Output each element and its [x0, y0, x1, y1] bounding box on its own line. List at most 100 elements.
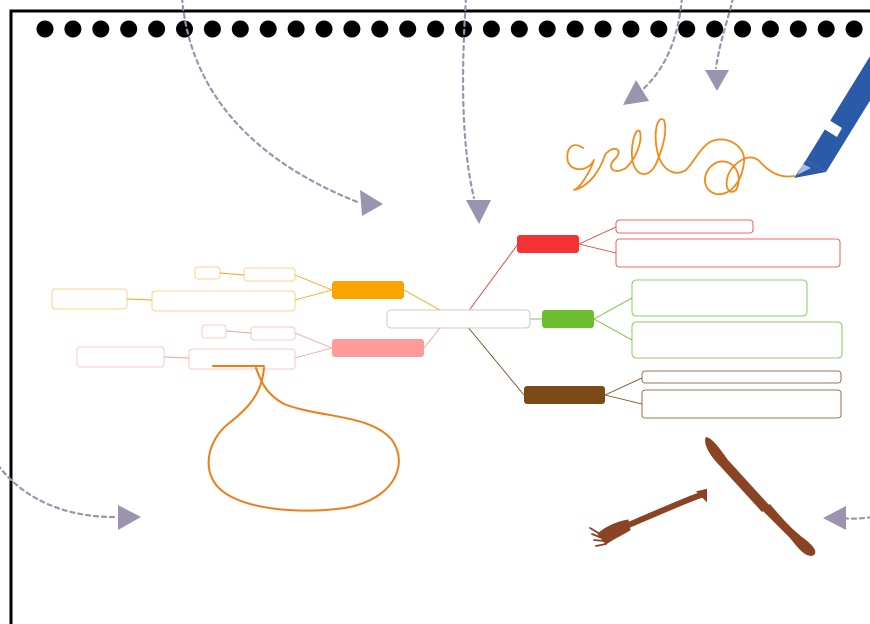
binding-hole	[287, 20, 305, 38]
central-topic-box	[386, 309, 531, 329]
binding-hole	[482, 20, 500, 38]
binding-hole	[678, 20, 696, 38]
subtopic-orange-1[interactable]	[243, 267, 296, 282]
subtopic-pink-1a[interactable]	[201, 324, 227, 339]
branch-brown-node	[524, 386, 605, 404]
spiral-binding	[36, 20, 863, 38]
connector-center-red	[461, 243, 519, 321]
binding-hole	[538, 20, 556, 38]
arrow-heads	[118, 70, 846, 530]
binding-hole	[315, 20, 333, 38]
binding-hole	[203, 20, 221, 38]
arrow-head-3	[623, 80, 649, 105]
connectors-right	[461, 226, 643, 405]
branch-pink[interactable]	[332, 339, 424, 357]
connector-brown-2	[604, 394, 643, 405]
binding-hole	[622, 20, 640, 38]
fork-handle	[623, 491, 707, 529]
binding-hole	[594, 20, 612, 38]
connector-red-2	[578, 243, 617, 254]
subtopic-orange-2[interactable]	[151, 290, 296, 312]
subtopic-pink-2[interactable]	[188, 348, 296, 370]
branch-red-node	[517, 235, 579, 253]
knife-blade	[705, 437, 770, 512]
arrow-2-line	[461, 0, 476, 200]
connector-orange-2	[294, 289, 333, 301]
connector-orange-2a	[126, 298, 153, 301]
speech-bubble-icon	[207, 365, 400, 512]
subtopic-orange-2a[interactable]	[51, 288, 128, 310]
arrow-5-line	[0, 465, 120, 519]
pen-tip	[794, 160, 826, 178]
fork-icon	[589, 488, 707, 547]
pen-tip-highlight	[797, 164, 811, 175]
binding-hole	[510, 20, 528, 38]
binding-hole	[148, 20, 166, 38]
subtopic-brown-1[interactable]	[641, 370, 842, 384]
binding-hole	[259, 20, 277, 38]
connector-green-2	[593, 318, 633, 341]
binding-hole	[455, 20, 472, 38]
binding-hole	[64, 20, 82, 38]
connector-brown-1	[604, 377, 643, 396]
branch-green[interactable]	[542, 310, 594, 328]
arrow-head-5	[118, 505, 141, 530]
connectors-left	[126, 272, 441, 359]
scribble-icon	[566, 118, 795, 195]
subtopic-pink-1[interactable]	[250, 326, 296, 341]
arrow-head-6	[823, 506, 846, 530]
arrow-head-1	[360, 190, 383, 216]
binding-hole	[343, 20, 361, 38]
branch-red[interactable]	[517, 235, 579, 253]
connector-orange-1	[294, 274, 333, 291]
connector-orange-1a	[219, 272, 245, 276]
connector-center-pink	[423, 327, 441, 349]
pen-body	[806, 56, 870, 172]
subtopic-red-2[interactable]	[615, 238, 841, 268]
binding-hole	[706, 20, 724, 38]
arrow-3-line	[638, 0, 683, 94]
arrow-head-4	[705, 70, 729, 91]
binding-hole	[36, 20, 54, 38]
connector-red-1	[578, 226, 617, 245]
binding-hole	[789, 20, 807, 38]
branch-pink-node	[332, 339, 424, 357]
subtopic-orange-1a[interactable]	[194, 266, 221, 280]
pen-icon	[794, 56, 870, 178]
subtopic-green-1[interactable]	[631, 279, 808, 317]
arrow-1-line	[181, 0, 362, 205]
binding-hole	[399, 20, 417, 38]
subtopic-pink-2a[interactable]	[76, 346, 165, 368]
connector-pink-2	[294, 347, 333, 359]
binding-hole	[92, 20, 110, 38]
binding-hole	[120, 20, 138, 38]
arrow-head-2	[466, 200, 491, 224]
scribble-path	[566, 118, 795, 195]
branch-orange-node	[332, 281, 404, 299]
subtopic-brown-2[interactable]	[641, 389, 842, 419]
branch-orange[interactable]	[332, 281, 404, 299]
fork-handle-end	[696, 488, 707, 503]
subtopic-red-1[interactable]	[615, 219, 754, 234]
binding-hole	[761, 20, 779, 38]
connector-green-1	[593, 297, 633, 320]
connector-pink-1a	[225, 330, 252, 334]
subtopic-green-2[interactable]	[631, 321, 843, 359]
binding-hole	[845, 20, 863, 38]
binding-hole	[734, 20, 751, 38]
connector-pink-1	[294, 332, 333, 349]
connector-center-orange	[403, 289, 441, 311]
dashed-arrows	[0, 0, 870, 520]
binding-hole	[231, 20, 249, 38]
binding-hole	[427, 20, 445, 38]
binding-hole	[650, 20, 668, 38]
knife-handle	[762, 504, 816, 556]
connector-pink-2a	[163, 356, 190, 359]
speech-bubble-outline	[207, 367, 400, 512]
connector-center-brown	[461, 319, 525, 396]
central-topic[interactable]	[386, 309, 531, 329]
fork-tines	[589, 527, 607, 547]
branch-brown[interactable]	[524, 386, 605, 404]
